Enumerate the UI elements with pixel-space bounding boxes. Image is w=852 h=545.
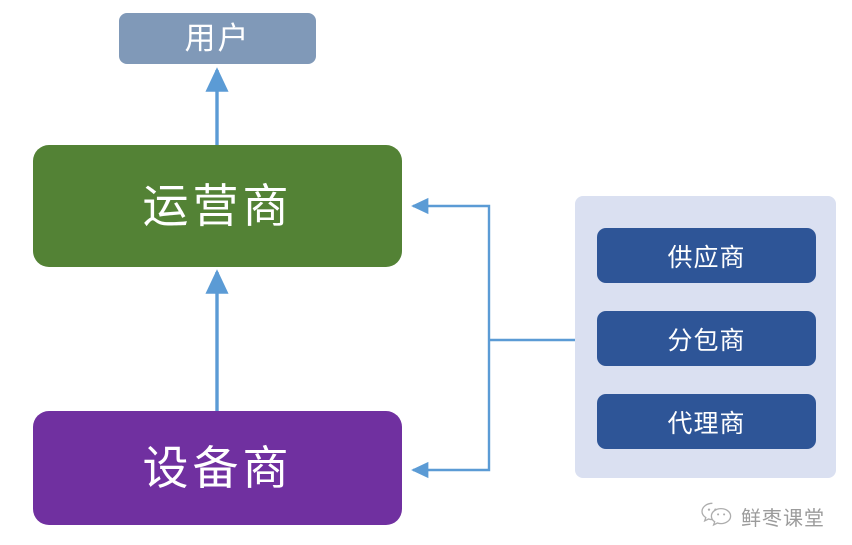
partner-box-subcontractor[interactable]: 分包商 bbox=[597, 311, 816, 366]
partner-box-agent-label: 代理商 bbox=[667, 409, 746, 438]
node-vendor[interactable]: 设备商 bbox=[33, 411, 402, 525]
edge-partners-to-vendor bbox=[411, 340, 491, 479]
watermark: 鲜枣课堂 bbox=[700, 496, 845, 536]
partner-box-agent[interactable]: 代理商 bbox=[597, 394, 816, 449]
partner-box-subcontractor-label: 分包商 bbox=[667, 326, 746, 355]
partners-panel: 供应商 分包商 代理商 bbox=[575, 196, 836, 478]
wechat-icon bbox=[700, 501, 734, 532]
node-vendor-label: 设备商 bbox=[142, 442, 293, 494]
node-operator-label: 运营商 bbox=[142, 180, 293, 232]
node-operator[interactable]: 运营商 bbox=[33, 145, 402, 267]
node-user[interactable]: 用户 bbox=[119, 13, 316, 64]
edge-partners-to-operator bbox=[411, 197, 491, 340]
partner-box-supplier[interactable]: 供应商 bbox=[597, 228, 816, 283]
watermark-text: 鲜枣课堂 bbox=[741, 507, 825, 530]
node-user-label: 用户 bbox=[184, 21, 251, 56]
partner-box-supplier-label: 供应商 bbox=[667, 243, 746, 272]
